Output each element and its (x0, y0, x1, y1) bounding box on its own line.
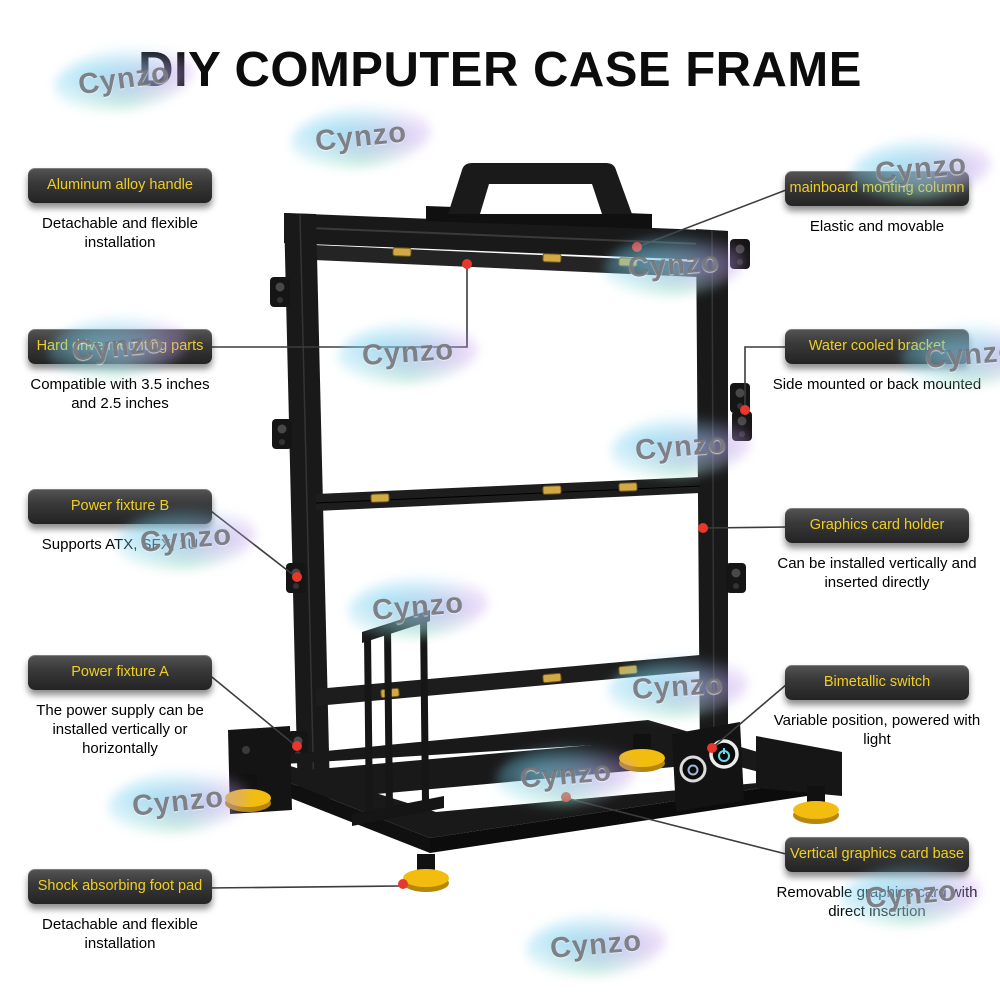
callout-label: Bimetallic switch (785, 665, 969, 700)
callout-power-fixture-b: Power fixture B Supports ATX, SFX, 1U (20, 489, 220, 554)
callout-power-fixture-a: Power fixture A The power supply can be … (20, 655, 220, 759)
callout-desc: Elastic and movable (809, 218, 945, 235)
callout-graphics-card-holder: Graphics card holder Can be installed ve… (771, 508, 983, 592)
callout-label: Power fixture B (28, 489, 212, 524)
callout-mainboard-mounting-column: mainboard monting column Elastic and mov… (771, 171, 983, 236)
callout-desc: Supports ATX, SFX, 1U (41, 536, 199, 553)
callout-label: Hard drive mounting parts (28, 329, 212, 364)
callout-label: Shock absorbing foot pad (28, 869, 212, 904)
upright-frame (283, 213, 729, 801)
callout-desc: The power supply can be installed vertic… (36, 702, 204, 758)
page-title: DIY COMPUTER CASE FRAME (138, 43, 862, 97)
power-buttons (672, 722, 744, 812)
callout-desc: Can be installed vertically and inserted… (777, 555, 977, 592)
vertical-gpu-stand (352, 610, 444, 826)
callout-desc: Removable graphics card with direct inse… (776, 884, 978, 921)
callout-hard-drive-mounting-parts: Hard drive mounting parts Compatible wit… (20, 329, 220, 413)
callout-desc: Detachable and flexible installation (42, 916, 198, 953)
callout-label: Aluminum alloy handle (28, 168, 212, 203)
callout-label: Vertical graphics card base (785, 837, 969, 872)
handle-illustration (426, 163, 652, 229)
callout-desc: Compatible with 3.5 inches and 2.5 inche… (30, 376, 210, 413)
callout-vertical-graphics-card-base: Vertical graphics card base Removable gr… (771, 837, 983, 921)
callout-bimetallic-switch: Bimetallic switch Variable position, pow… (771, 665, 983, 749)
callout-aluminum-alloy-handle: Aluminum alloy handle Detachable and fle… (20, 168, 220, 252)
callout-label: Water cooled bracket (785, 329, 969, 364)
callout-label: Graphics card holder (785, 508, 969, 543)
callout-water-cooled-bracket: Water cooled bracket Side mounted or bac… (771, 329, 983, 394)
callout-desc: Detachable and flexible installation (42, 215, 198, 252)
callout-shock-absorbing-foot-pad: Shock absorbing foot pad Detachable and … (20, 869, 220, 953)
callout-desc: Side mounted or back mounted (772, 376, 982, 393)
gold-connectors (370, 247, 638, 699)
callout-label: Power fixture A (28, 655, 212, 690)
leader-lines (206, 189, 789, 889)
callout-desc: Variable position, powered with light (773, 712, 981, 749)
callout-label: mainboard monting column (785, 171, 969, 206)
